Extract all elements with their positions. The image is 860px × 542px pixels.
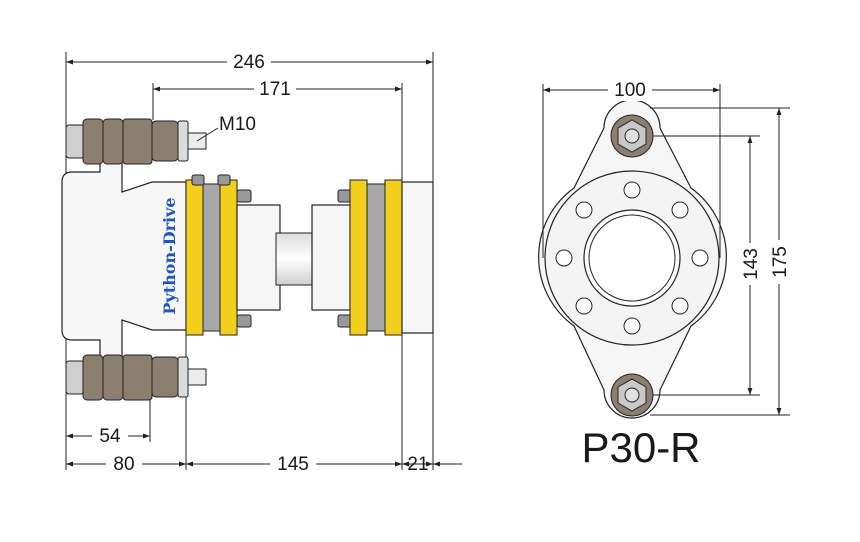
front-extension-lines bbox=[542, 84, 790, 416]
right-end-cap bbox=[401, 181, 434, 334]
center-bore bbox=[588, 214, 676, 302]
bolt-holes bbox=[555, 181, 709, 335]
dim-body-label: 145 bbox=[277, 454, 309, 475]
left-hub bbox=[236, 204, 281, 311]
top-nut-left bbox=[82, 118, 104, 165]
dim-bottom-chain: 80 145 21 bbox=[66, 453, 462, 475]
bottom-mount-bolt bbox=[610, 373, 654, 417]
dim-thread-label: M10 bbox=[219, 114, 256, 135]
top-mount-bolt bbox=[610, 114, 654, 158]
top-nut-right bbox=[151, 120, 179, 162]
dim-thread: M10 bbox=[196, 114, 256, 142]
dim-bolt-spacing: 143 bbox=[739, 136, 762, 395]
left-flange-pack bbox=[185, 174, 252, 336]
brand-label: Python-Drive bbox=[160, 197, 179, 314]
model-label: P30-R bbox=[581, 424, 700, 471]
side-view: Python-Drive 246 bbox=[61, 50, 462, 475]
dim-flange-label: 171 bbox=[259, 79, 291, 100]
dim-bolt-offset-label: 54 bbox=[99, 426, 121, 447]
right-hub bbox=[311, 204, 351, 311]
dim-height: 175 bbox=[768, 108, 791, 415]
top-bolt-assembly bbox=[65, 118, 207, 165]
dim-bolt-offset: 54 bbox=[66, 425, 150, 447]
front-view: 100 143 175 P30-R bbox=[538, 79, 791, 471]
dim-flange: 171 bbox=[153, 77, 402, 100]
dim-height-label: 175 bbox=[770, 246, 791, 278]
dim-base-label: 80 bbox=[113, 454, 134, 475]
right-flange-pack bbox=[337, 179, 434, 336]
dim-width: 100 bbox=[543, 79, 720, 101]
dim-overall: 246 bbox=[66, 50, 433, 73]
bottom-bolt-assembly bbox=[65, 354, 207, 401]
dim-bolt-spacing-label: 143 bbox=[741, 248, 762, 280]
dim-width-label: 100 bbox=[614, 80, 646, 101]
shaft bbox=[275, 232, 319, 286]
dim-overall-label: 246 bbox=[233, 52, 265, 73]
dim-tail-label: 21 bbox=[407, 454, 428, 475]
base-bracket bbox=[61, 124, 187, 386]
